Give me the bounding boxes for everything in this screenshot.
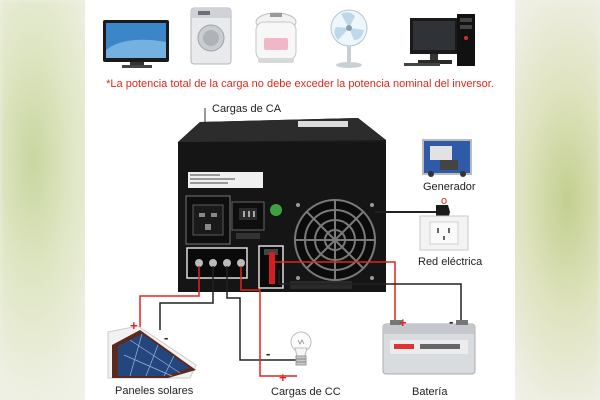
fan-icon <box>330 9 368 68</box>
load-warning: *La potencia total de la carga no debe e… <box>106 78 494 90</box>
tv-icon <box>103 20 169 68</box>
battery-icon <box>382 320 476 375</box>
wall-socket-icon <box>419 205 469 251</box>
generator-icon <box>422 139 472 177</box>
rice-cooker-icon <box>255 12 297 63</box>
inverter-icon <box>178 118 386 292</box>
solar-panel-icon <box>107 325 197 379</box>
washing-machine-icon <box>190 7 232 65</box>
battery-positive-sign: + <box>399 315 407 330</box>
battery-positive-cable <box>269 252 275 284</box>
generator-label: Generador <box>423 181 476 193</box>
solar-panels-label: Paneles solares <box>115 385 194 397</box>
ac-loads-label: Cargas de CA <box>212 103 282 115</box>
light-bulb-icon <box>290 331 312 366</box>
dc-loads-label: Cargas de CC <box>271 386 341 398</box>
dc-positive-sign: + <box>279 370 287 385</box>
grid-label: Red eléctrica <box>418 256 483 268</box>
dc-negative-sign: - <box>266 346 271 361</box>
solar-negative-sign: - <box>164 330 169 345</box>
battery-label: Batería <box>412 386 448 398</box>
battery-negative-sign: - <box>449 314 454 329</box>
or-label: o <box>441 195 448 207</box>
solar-positive-sign: + <box>130 318 138 333</box>
desktop-computer-icon <box>404 14 475 66</box>
